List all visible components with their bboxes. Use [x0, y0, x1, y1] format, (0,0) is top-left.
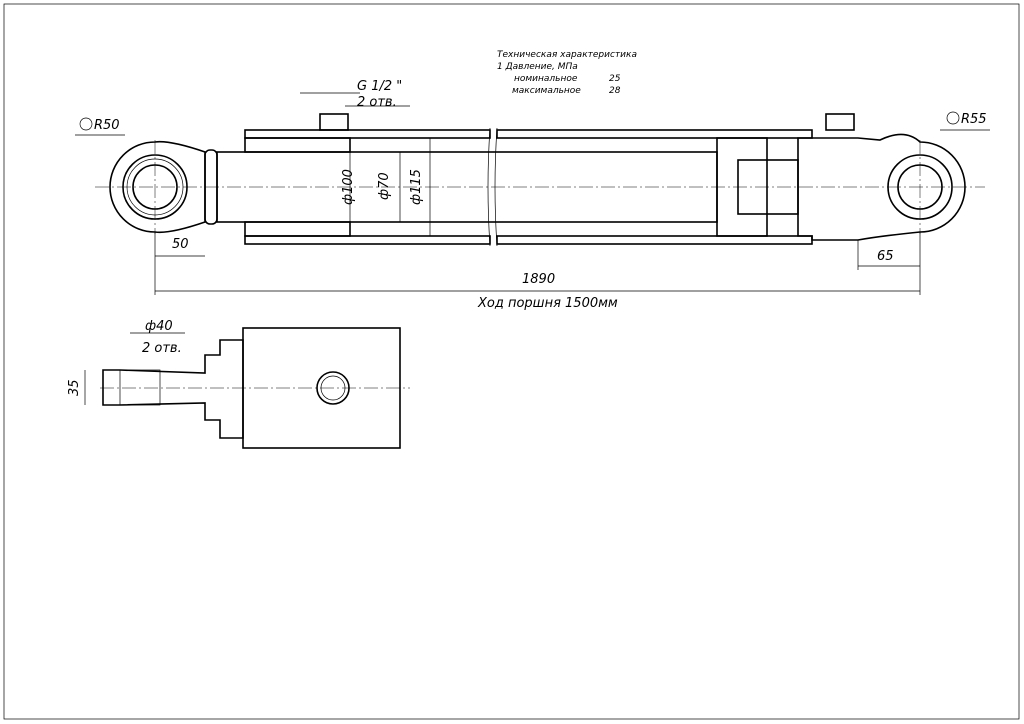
gland	[244, 221, 351, 237]
port-fitting	[825, 113, 855, 131]
spec-row-label: номинальное	[514, 74, 578, 84]
port-thread-label: G 1/2 "	[357, 79, 402, 94]
port-fitting	[319, 113, 349, 131]
dimensions: G 1/2 " 2 отв. R50 R55 ф100 ф70 ф115 50 …	[75, 79, 990, 311]
stroke-label: Ход поршня 1500мм	[477, 296, 618, 311]
break-line	[487, 127, 498, 247]
piston	[716, 137, 768, 237]
spec-title: Техническая характеристика	[497, 50, 637, 60]
rod-eye-radius-label: R50	[94, 118, 120, 133]
spec-pressure: 1 Давление, МПа	[497, 62, 578, 72]
total-length-label: 1890	[522, 272, 555, 287]
eye-width-label: 35	[67, 379, 82, 396]
cap-eye-radius-label: R55	[961, 112, 987, 127]
gland	[244, 137, 351, 153]
barrel-wall	[496, 235, 813, 245]
barrel-side	[242, 327, 401, 449]
port-hole	[316, 371, 350, 405]
pin-count-label: 2 отв.	[142, 341, 182, 356]
radius-marker-icon	[946, 111, 960, 125]
spec-row-label: максимальное	[512, 86, 581, 96]
barrel-wall	[244, 235, 491, 245]
sheet-frame	[3, 3, 1020, 720]
spec-row-value: 25	[609, 74, 621, 84]
rod-eye-offset-label: 50	[172, 237, 189, 252]
pin-diameter-label: ф40	[145, 319, 173, 334]
cap-eye-offset-label: 65	[877, 249, 894, 264]
end-cap-eye	[797, 133, 966, 241]
barrel-wall	[496, 129, 813, 139]
rod-eye	[109, 140, 206, 234]
barrel-wall	[244, 129, 491, 139]
spec-row-value: 28	[609, 86, 621, 96]
bore-diameter-label: ф100	[341, 169, 356, 205]
port-count-label: 2 отв.	[357, 95, 397, 110]
cylinder-side-view: ф40 2 отв. 35	[67, 319, 410, 449]
technical-spec: Техническая характеристика 1 Давление, М…	[497, 50, 637, 96]
cylinder-main-view	[95, 113, 985, 247]
radius-marker-icon	[79, 117, 93, 131]
outer-diameter-label: ф115	[409, 169, 424, 205]
rod-diameter-label: ф70	[377, 172, 392, 200]
